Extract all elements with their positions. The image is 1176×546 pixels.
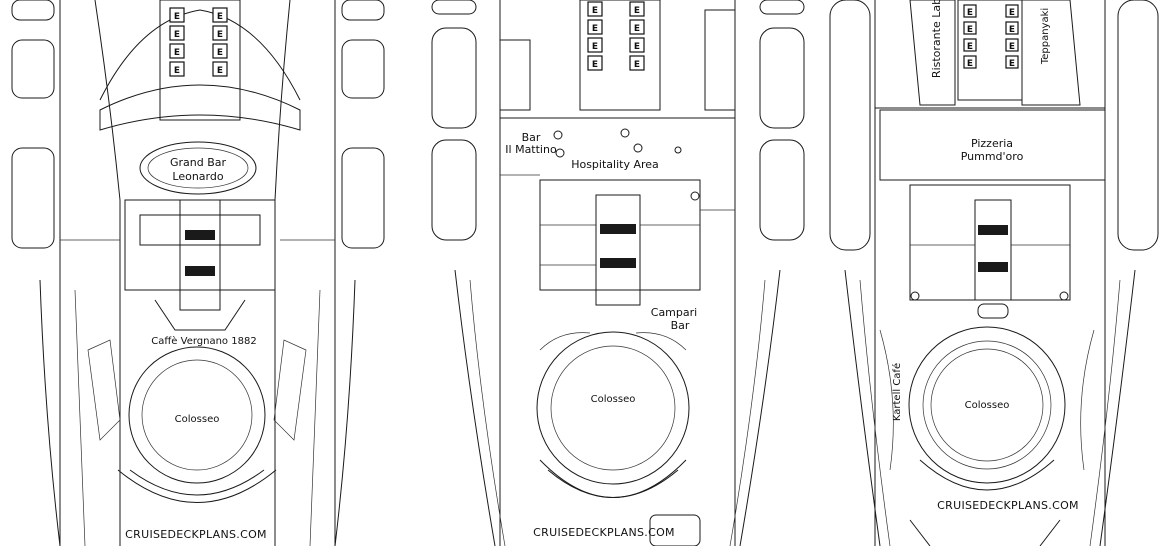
- svg-text:E: E: [174, 12, 180, 22]
- elevator-bank-3: E E E E E E E E: [957, 0, 1023, 101]
- stair-block-2: [500, 174, 735, 306]
- svg-text:E: E: [1009, 59, 1015, 69]
- lifeboats-starboard-2: [759, 0, 805, 241]
- svg-text:E: E: [217, 66, 223, 76]
- watermark-2: CRUISEDECKPLANS.COM: [533, 526, 675, 539]
- label-grand-bar-line2: Leonardo: [172, 170, 223, 183]
- lifeboats-starboard-1: [341, 0, 385, 249]
- lifeboats-port-2: [431, 0, 477, 241]
- svg-text:E: E: [217, 30, 223, 40]
- aft-structure-2: [649, 514, 701, 546]
- tables-2: [553, 128, 700, 201]
- svg-text:E: E: [1009, 8, 1015, 18]
- cafe-counter: [154, 299, 246, 331]
- svg-text:E: E: [967, 8, 973, 18]
- lifeboats-port-1: [11, 0, 55, 249]
- deck-plan-2: E E E E E E E E Bar Il Mattino Hospitali…: [431, 0, 805, 546]
- stair-block-1: [60, 199, 335, 311]
- label-pizzeria-line1: Pizzeria: [971, 137, 1013, 150]
- svg-text:E: E: [217, 12, 223, 22]
- svg-text:E: E: [967, 59, 973, 69]
- svg-text:E: E: [967, 42, 973, 52]
- svg-text:E: E: [592, 6, 598, 16]
- svg-text:E: E: [1009, 25, 1015, 35]
- label-bar-il-mattino-line2: Il Mattino: [505, 143, 557, 156]
- stair-block-3: [909, 184, 1071, 319]
- hull-outline-1: [39, 0, 356, 546]
- restaurants-fwd-3: Ristorante Lab Teppanyaki: [909, 0, 1081, 106]
- svg-text:E: E: [967, 25, 973, 35]
- elevator-bank-1: E E E E E E E E: [159, 0, 241, 121]
- forward-wall-1: [99, 9, 301, 101]
- label-colosseo-3: Colosseo: [965, 400, 1010, 411]
- elevator-bank-2: E E E E E E E E: [499, 0, 736, 111]
- svg-text:E: E: [1009, 42, 1015, 52]
- hull-outline-2: [454, 0, 781, 546]
- theatre-colosseo-3: Colosseo: [879, 326, 1095, 491]
- svg-text:E: E: [592, 60, 598, 70]
- label-pizzeria-line2: Pummd'oro: [961, 150, 1024, 163]
- hull-outline-3: [844, 0, 1136, 546]
- watermark-1: CRUISEDECKPLANS.COM: [125, 528, 267, 541]
- label-caffe-vergnano: Caffè Vergnano 1882: [151, 335, 256, 347]
- svg-text:E: E: [634, 24, 640, 34]
- aft-structure-3: [909, 519, 1061, 546]
- lifeboats-starboard-3: [1117, 0, 1159, 251]
- svg-text:E: E: [592, 42, 598, 52]
- deck-plan-1: E E E E E E E E Grand Bar Leonardo Caffè…: [11, 0, 385, 546]
- label-grand-bar-line1: Grand Bar: [170, 156, 227, 169]
- grand-bar-counter: [139, 141, 257, 195]
- deck-plan-3: Ristorante Lab Teppanyaki E E E E E E E …: [829, 0, 1159, 546]
- lifeboats-port-3: [829, 0, 871, 251]
- theatre-colosseo-1: Colosseo: [87, 339, 307, 503]
- label-campari-line2: Bar: [671, 319, 690, 332]
- svg-text:E: E: [174, 66, 180, 76]
- theatre-colosseo-2: Colosseo: [536, 331, 690, 498]
- watermark-3: CRUISEDECKPLANS.COM: [937, 499, 1079, 512]
- svg-text:E: E: [174, 48, 180, 58]
- label-ristorante-lab: Ristorante Lab: [930, 0, 943, 78]
- label-teppanyaki: Teppanyaki: [1040, 8, 1051, 65]
- svg-text:E: E: [634, 60, 640, 70]
- svg-text:E: E: [634, 6, 640, 16]
- svg-text:E: E: [592, 24, 598, 34]
- svg-text:E: E: [174, 30, 180, 40]
- bar-arc-1: [99, 84, 301, 131]
- label-campari-line1: Campari: [651, 306, 697, 319]
- label-colosseo-1: Colosseo: [175, 414, 220, 425]
- label-bar-il-mattino-line1: Bar: [522, 131, 541, 144]
- svg-text:E: E: [217, 48, 223, 58]
- svg-text:E: E: [634, 42, 640, 52]
- label-kartell-cafe: Kartell Café: [891, 363, 903, 421]
- label-colosseo-2: Colosseo: [591, 394, 636, 405]
- label-hospitality-area: Hospitality Area: [571, 158, 659, 171]
- pizzeria-area: [879, 109, 1106, 181]
